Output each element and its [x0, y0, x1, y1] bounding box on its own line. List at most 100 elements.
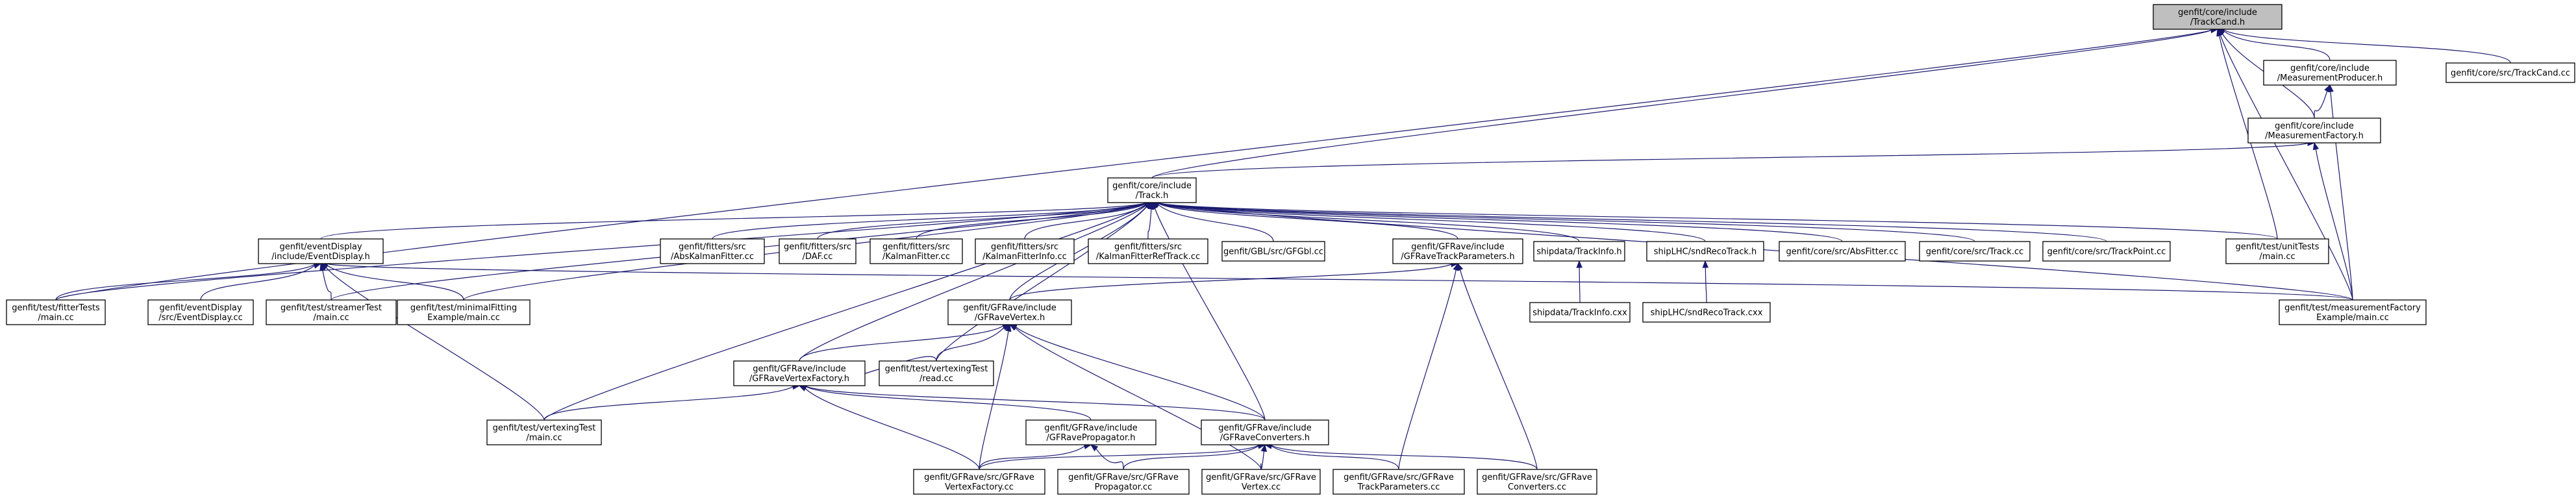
node-label-line: genfit/GFRave/src/GFRave — [924, 473, 1034, 482]
edge-line — [2223, 31, 2331, 61]
node-label-line: genfit/core/include — [1112, 181, 1192, 191]
node-label-line: /MeasurementFactory.h — [2265, 131, 2364, 141]
node-sndreco_h[interactable]: shipLHC/sndRecoTrack.h — [1646, 241, 1764, 262]
node-box — [1477, 469, 1597, 495]
edge-track_h-to-gfrvf_h — [799, 202, 1153, 362]
node-eventdisplay_h[interactable]: genfit/eventDisplay/include/EventDisplay… — [258, 238, 384, 264]
node-gfrtp_cc[interactable]: genfit/GFRave/src/GFRaveTrackParameters.… — [1332, 469, 1465, 495]
edge-eventdisplay_h-to-vtxmain — [319, 263, 545, 421]
edge-line — [544, 386, 794, 421]
node-absfitter[interactable]: genfit/core/src/AbsFitter.cc — [1779, 241, 1906, 262]
edge-line — [2315, 149, 2353, 301]
node-measfact_h[interactable]: genfit/core/include/MeasurementFactory.h — [2247, 118, 2381, 143]
node-box — [2225, 238, 2329, 264]
edge-gfrprop_h-to-gfrprop_cc — [1090, 444, 1124, 470]
node-kfref[interactable]: genfit/fitters/src/KalmanFitterRefTrack.… — [1088, 238, 1208, 264]
node-box — [660, 238, 765, 264]
node-gfrvertex_h[interactable]: genfit/GFRave/include/GFRaveVertex.h — [947, 299, 1072, 325]
edge-line — [320, 202, 1146, 240]
node-eventdisplay_cc[interactable]: genfit/eventDisplay/src/EventDisplay.cc — [147, 299, 254, 325]
edge-line — [1155, 208, 1266, 421]
node-gfrprop_cc[interactable]: genfit/GFRave/src/GFRavePropagator.cc — [1057, 469, 1190, 495]
edge-line — [805, 386, 1092, 421]
edge-arrowhead — [2327, 84, 2334, 92]
node-vtxread[interactable]: genfit/test/vertexingTest/read.cc — [879, 360, 994, 386]
node-box — [147, 299, 254, 325]
edge-line — [325, 267, 545, 421]
node-box — [913, 469, 1045, 495]
node-shiptrackinfo_cxx[interactable]: shipdata/TrackInfo.cxx — [1529, 302, 1631, 323]
node-measfactex[interactable]: genfit/test/measurementFactoryExample/ma… — [2279, 299, 2427, 325]
edge-track_h-to-shiptrackinfo_h — [1151, 200, 1580, 242]
edge-line — [1024, 204, 1146, 240]
node-fittertests[interactable]: genfit/test/fitterTests/main.cc — [6, 299, 106, 325]
node-daf[interactable]: genfit/fitters/src/DAF.cc — [779, 238, 857, 264]
node-label-line: genfit/GFRave/src/GFRave — [1344, 473, 1454, 482]
node-kalman[interactable]: genfit/fitters/src/KalmanFitter.cc — [869, 238, 963, 264]
node-vtxmain[interactable]: genfit/test/vertexingTest/main.cc — [486, 419, 602, 445]
node-label-line: /main.cc — [313, 313, 349, 323]
edge-track_h-to-absfitter — [1151, 199, 1843, 242]
node-track_cc[interactable]: genfit/core/src/Track.cc — [1919, 241, 2031, 262]
node-box — [1201, 469, 1321, 495]
edge-line — [979, 445, 1259, 470]
node-gfrtp_h[interactable]: genfit/GFRave/include/GFRaveTrackParamet… — [1392, 238, 1523, 264]
node-label-line: genfit/core/src/TrackPoint.cc — [2047, 247, 2166, 257]
node-box — [2445, 62, 2575, 83]
node-label-line: /main.cc — [2259, 252, 2295, 262]
edge-arrowhead — [1005, 323, 1012, 332]
edge-line — [817, 203, 1146, 240]
node-box — [1392, 238, 1523, 264]
node-gfrconv_h[interactable]: genfit/GFRave/include/GFRaveConverters.h — [1201, 419, 1329, 445]
node-box — [2263, 60, 2397, 86]
node-label-line: genfit/GFRave/src/GFRave — [1206, 473, 1316, 482]
node-label-line: genfit/test/measurementFactory — [2284, 303, 2421, 313]
edge-line — [1158, 203, 1843, 242]
node-label-line: shipLHC/sndRecoTrack.h — [1654, 247, 1757, 257]
node-absk[interactable]: genfit/fitters/src/AbsKalmanFitter.cc — [660, 238, 765, 264]
edge-line — [55, 29, 2212, 301]
node-label-line: TrackParameters.cc — [1357, 482, 1440, 492]
node-trackpoint[interactable]: genfit/core/src/TrackPoint.cc — [2042, 241, 2171, 262]
node-trackcand_cc[interactable]: genfit/core/src/TrackCand.cc — [2445, 62, 2575, 83]
node-gfrconv_cc[interactable]: genfit/GFRave/src/GFRaveConverters.cc — [1477, 469, 1597, 495]
node-gfrvf_cc[interactable]: genfit/GFRave/src/GFRaveVertexFactory.cc — [913, 469, 1045, 495]
node-kfinfo[interactable]: genfit/fitters/src/KalmanFitterInfo.cc — [975, 238, 1075, 264]
node-label-line: /MeasurementProducer.h — [2277, 73, 2382, 83]
node-measprod_h[interactable]: genfit/core/include/MeasurementProducer.… — [2263, 60, 2397, 86]
node-label-line: /GFRaveTrackParameters.h — [1401, 252, 1514, 262]
edge-measfact_h-to-measfactex — [2312, 142, 2353, 301]
edge-gfrvertex_h-to-gfrvf_cc — [979, 323, 1012, 470]
node-label-line: genfit/test/unitTests — [2235, 242, 2319, 252]
node-box — [258, 238, 384, 264]
node-minimal[interactable]: genfit/test/minimalFittingExample/main.c… — [397, 299, 531, 325]
node-gfrvertex_cc[interactable]: genfit/GFRave/src/GFRaveVertex.cc — [1201, 469, 1321, 495]
edge-gfrtp_h-to-gfrvertex_h — [1009, 261, 1459, 301]
node-root[interactable]: genfit/core/include/TrackCand.h — [2153, 4, 2282, 30]
node-sndreco_cxx[interactable]: shipLHC/sndRecoTrack.cxx — [1642, 302, 1771, 323]
node-streamer[interactable]: genfit/test/streamerTest/main.cc — [266, 299, 397, 325]
node-unittests[interactable]: genfit/test/unitTests/main.cc — [2225, 238, 2329, 264]
node-box — [733, 360, 866, 386]
edge-gfrvertex_h-to-vtxread — [936, 324, 1011, 362]
node-gfgbl[interactable]: genfit/GBL/src/GFGbl.cc — [1221, 241, 1325, 262]
node-label-line: /GFRaveConverters.h — [1220, 433, 1310, 443]
node-box — [869, 238, 963, 264]
node-label-line: Propagator.cc — [1095, 482, 1153, 492]
node-label-line: /AbsKalmanFitter.cc — [671, 252, 754, 262]
edge-line — [327, 263, 2353, 301]
node-label-line: genfit/eventDisplay — [279, 242, 362, 252]
node-shiptrackinfo_h[interactable]: shipdata/TrackInfo.h — [1533, 241, 1625, 262]
node-gfrprop_h[interactable]: genfit/GFRave/include/GFRavePropagator.h — [1025, 419, 1157, 445]
node-label-line: /GFRavePropagator.h — [1047, 433, 1136, 443]
node-label-line: /Track.h — [1136, 191, 1169, 201]
node-label-line: genfit/eventDisplay — [159, 303, 242, 313]
edge-line — [799, 205, 1147, 362]
node-track_h[interactable]: genfit/core/include/Track.h — [1107, 177, 1197, 203]
node-label-line: /include/EventDisplay.h — [271, 252, 370, 262]
node-box — [975, 238, 1075, 264]
node-label-line: genfit/fitters/src — [991, 242, 1058, 252]
edge-eventdisplay_h-to-measfactex — [319, 260, 2353, 301]
edge-line — [1260, 451, 1265, 470]
node-gfrvf_h[interactable]: genfit/GFRave/include/GFRaveVertexFactor… — [733, 360, 866, 386]
